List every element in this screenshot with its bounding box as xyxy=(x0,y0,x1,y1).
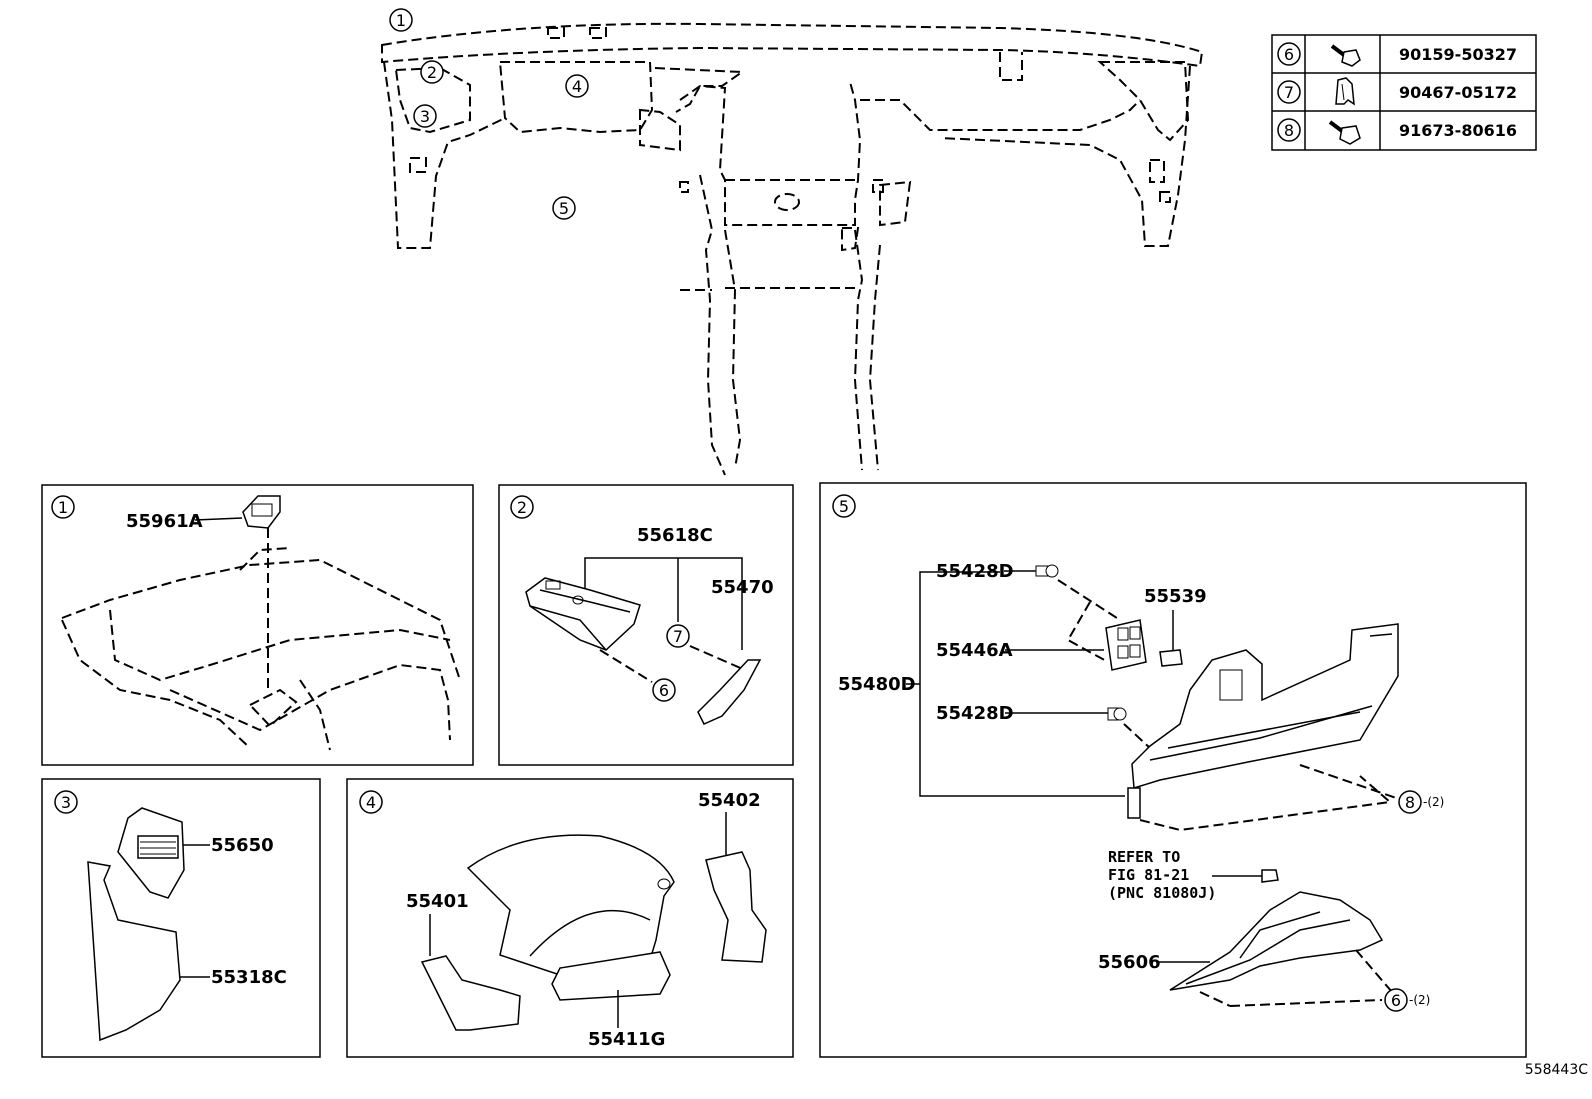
svg-text:-(2): -(2) xyxy=(1423,795,1444,809)
part-55318C xyxy=(87,861,181,1042)
part-label-55470: 55470 xyxy=(711,577,774,598)
svg-text:5: 5 xyxy=(559,199,569,218)
part-label-55428D: 55428D xyxy=(936,561,1014,582)
clip-bolt-icon xyxy=(1107,707,1127,721)
panel-callout-3 xyxy=(54,790,78,814)
part-label-55318C: 55318C xyxy=(211,967,287,988)
part-55618C xyxy=(525,577,641,651)
part-55606 xyxy=(1169,891,1384,991)
callout-6: 6 -(2) xyxy=(1384,988,1430,1012)
part-label-55480D: 55480D xyxy=(838,674,916,695)
svg-text:7: 7 xyxy=(673,627,683,646)
detail-panel-5: 5 55480D 55428D 55539 55446A 55428D xyxy=(819,482,1527,1058)
bulb-icon xyxy=(1261,869,1279,883)
part-label-55650: 55650 xyxy=(211,835,274,856)
part-label-55411G: 55411G xyxy=(588,1029,665,1050)
clip-icon xyxy=(1335,77,1355,106)
part-55401 xyxy=(420,955,521,1031)
part-55480D xyxy=(1131,623,1399,789)
bolt-icon xyxy=(1328,120,1361,145)
callout-7 xyxy=(666,624,690,648)
svg-text:8: 8 xyxy=(1284,121,1294,140)
svg-text:91673-80616: 91673-80616 xyxy=(1399,121,1517,140)
part-55411G-hood xyxy=(466,834,675,976)
svg-text:1: 1 xyxy=(396,11,406,30)
detail-panel-4: 4 55402 55401 55411G xyxy=(346,778,794,1058)
part-label-55961A: 55961A xyxy=(126,511,203,532)
reference-note-line-3: (PNC 81080J) xyxy=(1108,884,1216,902)
part-55961A xyxy=(242,495,281,529)
svg-text:6: 6 xyxy=(1391,991,1401,1010)
svg-text:90159-50327: 90159-50327 xyxy=(1399,45,1517,64)
fastener-row-6: 6 90159-50327 xyxy=(1277,42,1517,67)
part-label-55401: 55401 xyxy=(406,891,469,912)
svg-text:3: 3 xyxy=(61,793,71,812)
part-55470 xyxy=(697,659,762,725)
overview-callout-4: 4 xyxy=(565,74,589,98)
part-label-55446A: 55446A xyxy=(936,640,1013,661)
svg-text:2: 2 xyxy=(427,63,437,82)
detail-panel-3: 3 55650 55318C xyxy=(41,778,321,1058)
svg-text:4: 4 xyxy=(366,793,376,812)
detail-panel-2: 2 55618C 55470 7 6 xyxy=(498,484,794,766)
instrument-panel-overview xyxy=(381,22,1204,476)
panel-callout-1 xyxy=(51,495,75,519)
panel-callout-4 xyxy=(359,790,383,814)
overview-callout-5: 5 xyxy=(552,196,576,220)
svg-text:7: 7 xyxy=(1284,83,1294,102)
fastener-row-8: 8 91673-80616 xyxy=(1277,118,1517,145)
panel-callout-5 xyxy=(832,494,856,518)
part-label-55402: 55402 xyxy=(698,790,761,811)
panel-callout-2 xyxy=(510,495,534,519)
bolt-icon xyxy=(1330,44,1361,67)
svg-text:5: 5 xyxy=(839,497,849,516)
overview-callout-2: 2 xyxy=(420,60,444,84)
svg-text:3: 3 xyxy=(420,107,430,126)
part-55650 xyxy=(117,807,185,899)
reference-note-line-2: FIG 81-21 xyxy=(1108,866,1189,884)
svg-text:1: 1 xyxy=(58,498,68,517)
callout-8: 8 -(2) xyxy=(1398,790,1444,814)
part-label-55428D-2: 55428D xyxy=(936,703,1014,724)
part-55402 xyxy=(705,851,767,963)
svg-text:6: 6 xyxy=(659,681,669,700)
part-label-55606: 55606 xyxy=(1098,952,1161,973)
part-55539 xyxy=(1159,649,1183,667)
overview-callout-1: 1 xyxy=(389,8,413,32)
reference-note-line-1: REFER TO xyxy=(1108,848,1180,866)
svg-text:90467-05172: 90467-05172 xyxy=(1399,83,1517,102)
svg-text:4: 4 xyxy=(572,77,582,96)
detail-panel-1: 1 55961A xyxy=(41,484,474,766)
callout-6 xyxy=(652,678,676,702)
svg-text:-(2): -(2) xyxy=(1409,993,1430,1007)
fastener-row-7: 7 90467-05172 xyxy=(1277,77,1517,106)
overview-callout-3: 3 xyxy=(413,104,437,128)
diagram-id: 558443C xyxy=(1525,1062,1588,1078)
fastener-table: 6 90159-50327 7 90467-05172 8 91673-8061 xyxy=(1271,34,1537,151)
part-label-55618C: 55618C xyxy=(637,525,713,546)
part-label-55539: 55539 xyxy=(1144,586,1207,607)
svg-text:6: 6 xyxy=(1284,45,1294,64)
svg-text:2: 2 xyxy=(517,498,527,517)
svg-text:8: 8 xyxy=(1405,793,1415,812)
clip-bolt-icon xyxy=(1035,564,1059,578)
part-55411G-base xyxy=(551,951,671,1001)
